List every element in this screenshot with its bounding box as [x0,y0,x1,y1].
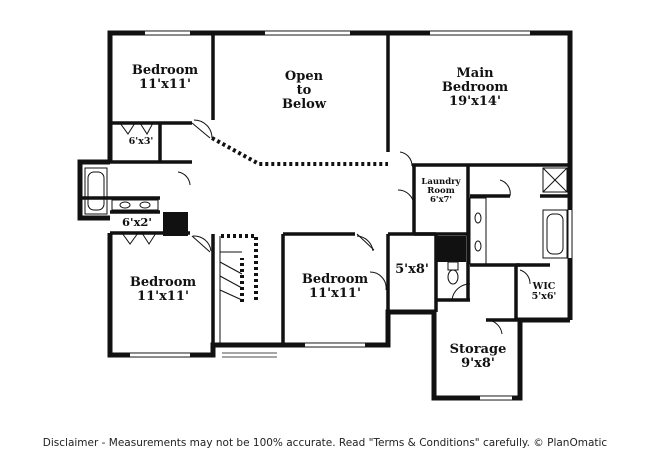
window-frames [130,30,573,401]
closet-w-label: 6'x2' [114,215,160,229]
closet-nw-size: 6'x3' [128,136,154,147]
main-bedroom-line1: Main [456,66,494,81]
closet-center-size: 5'x8' [395,262,429,277]
open-to-below-line3: Below [281,97,327,113]
closet-block-west [163,212,188,236]
bedroom-nw-size: 11'x11' [139,77,191,93]
closet-nw-label: 6'x3' [124,136,158,147]
stair [219,236,243,345]
bedroom-center-label: Bedroom 11'x11' [295,272,375,302]
main-bedroom-line2: Bedroom [441,80,509,96]
storage-name: Storage [449,342,507,357]
closet-w-size: 6'x2' [122,215,152,229]
main-bedroom-label: Main Bedroom 19'x14' [430,66,520,110]
bedroom-center-name: Bedroom [301,272,369,287]
windows [130,31,572,400]
open-to-below-label: Open to Below [262,69,346,113]
wic-name: WIC [532,281,556,292]
fixtures [84,167,568,285]
wic-size: 5'x6' [531,291,557,303]
bedroom-center-size: 11'x11' [309,286,361,302]
open-to-below-line1: Open [284,69,324,84]
bedroom-nw-label: Bedroom 11'x11' [125,63,205,93]
disclaimer-text: Disclaimer - Measurements may not be 100… [42,437,608,449]
laundry-size: 6'x7' [429,195,453,206]
doors [119,119,531,335]
open-to-below-line2: to [296,83,312,99]
main-bedroom-size: 19'x14' [449,94,501,110]
closet-block-east [436,236,466,262]
laundry-line1: Laundry [421,177,461,187]
storage-size: 9'x8' [461,356,495,372]
laundry-line2: Room [427,186,455,197]
bedroom-sw-size: 11'x11' [137,289,189,305]
interior-walls [80,33,570,345]
railing [211,136,388,302]
bedroom-nw-name: Bedroom [131,63,199,78]
bedroom-sw-label: Bedroom 11'x11' [123,275,203,305]
laundry-label: Laundry Room 6'x7' [416,177,466,206]
bedroom-sw-name: Bedroom [129,275,197,290]
wic-label: WIC 5'x6' [522,281,566,303]
closet-center-label: 5'x8' [390,262,434,277]
storage-label: Storage 9'x8' [440,342,516,372]
